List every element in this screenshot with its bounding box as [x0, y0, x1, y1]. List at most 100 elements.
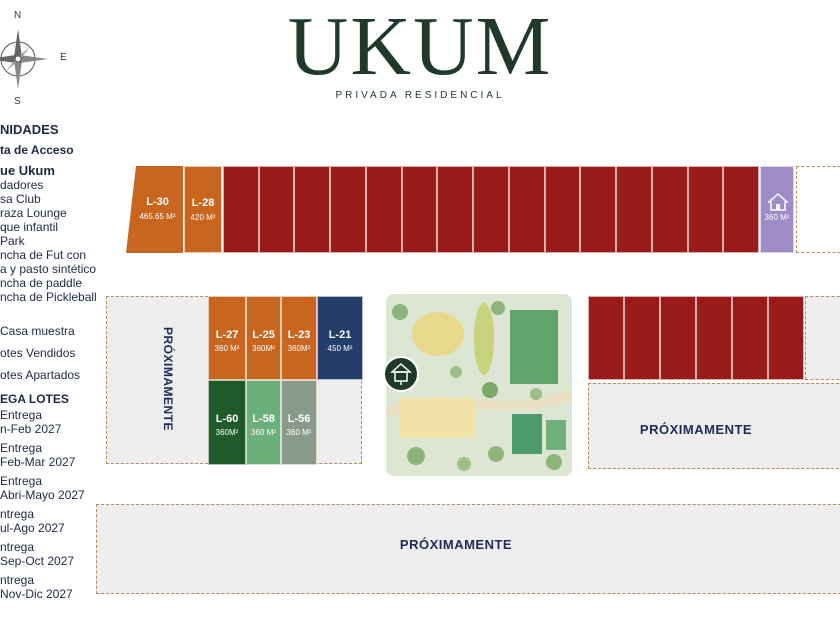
- proximamente-bottom-label: PRÓXIMAMENTE: [399, 537, 513, 552]
- legend-line: ue Ukum: [0, 163, 55, 178]
- park-ukum[interactable]: [386, 294, 572, 476]
- legend-line: dadores: [0, 178, 44, 192]
- sold-lot[interactable]: [544, 166, 581, 253]
- lot-l56[interactable]: L-56 360 M²: [281, 380, 317, 465]
- delivery-line: n-Feb 2027: [0, 422, 62, 436]
- proximamente-zone-bottom: [96, 504, 840, 594]
- proximamente-left-label: PRÓXIMAMENTE: [161, 326, 175, 431]
- lot-area: 360 M²: [251, 428, 276, 437]
- lot-area: 420 M²: [190, 213, 216, 222]
- compass-north: N: [14, 10, 22, 21]
- sold-lot[interactable]: [723, 166, 760, 253]
- lot-l30[interactable]: L-30 465.65 M²: [126, 166, 183, 253]
- legend-line: ncha de Fut con: [0, 248, 87, 262]
- lot-area: 360 M²: [214, 344, 240, 353]
- legend-line: sa Club: [0, 192, 41, 206]
- sold-lot[interactable]: [223, 166, 259, 253]
- sold-lot[interactable]: [732, 296, 768, 380]
- logo-title: UKUM: [287, 0, 553, 93]
- compass-rose-icon: [0, 29, 48, 89]
- lot-label: L-60: [215, 413, 239, 425]
- legend-status-casa-muestra: Casa muestra: [0, 324, 75, 338]
- legend-heading: NIDADES: [0, 122, 59, 137]
- legend-line: ncha de paddle: [0, 276, 83, 290]
- delivery-line: Nov-Dic 2027: [0, 587, 73, 601]
- lot-area: 360M²: [252, 344, 275, 353]
- sold-lots-top: [223, 166, 760, 253]
- lot-label: L-58: [252, 413, 275, 425]
- sold-lot[interactable]: [580, 166, 617, 253]
- future-lot-right-2: [805, 296, 840, 380]
- park-illustration: [386, 294, 572, 476]
- lot-l58[interactable]: L-58 360 M²: [246, 380, 281, 465]
- delivery-line: Abri-Mayo 2027: [0, 488, 85, 502]
- legend-line: que infantil: [0, 220, 59, 234]
- compass-south: S: [14, 96, 21, 107]
- legend-line: Park: [0, 234, 25, 248]
- delivery-heading: EGA LOTES: [0, 392, 69, 406]
- sold-lot[interactable]: [588, 296, 624, 380]
- delivery-line: Entrega: [0, 441, 43, 455]
- sold-lot[interactable]: [508, 166, 545, 253]
- lot-area: 360 M²: [764, 213, 790, 222]
- delivery-line: Sep-Oct 2027: [0, 554, 75, 568]
- lot-area: 450 M²: [327, 344, 353, 353]
- delivery-line: ntrega: [0, 507, 35, 521]
- sold-lot[interactable]: [616, 166, 652, 253]
- legend-status-apartados: otes Apartados: [0, 368, 81, 382]
- proximamente-right-label: PRÓXIMAMENTE: [639, 422, 753, 437]
- park-tree-house-icon: [383, 356, 419, 392]
- sold-lot[interactable]: [768, 296, 804, 380]
- delivery-line: Feb-Mar 2027: [0, 455, 76, 469]
- legend-line: raza Lounge: [0, 206, 67, 220]
- sold-lot[interactable]: [696, 296, 732, 380]
- lot-l21[interactable]: L-21 450 M²: [317, 296, 363, 380]
- sold-lot[interactable]: [473, 166, 509, 253]
- lot-l60[interactable]: L-60 360M²: [208, 380, 246, 465]
- delivery-line: ul-Ago 2027: [0, 521, 65, 535]
- legend-line: ta de Acceso: [0, 143, 74, 157]
- compass: N E S: [0, 10, 67, 107]
- sold-lot[interactable]: [437, 166, 474, 253]
- legend-line: a y pasto sintético: [0, 262, 97, 276]
- sold-lot[interactable]: [365, 166, 402, 253]
- lot-label: L-56: [287, 413, 311, 425]
- logo-subtitle: PRIVADA RESIDENCIAL: [335, 90, 505, 101]
- lot-label: L-27: [215, 329, 239, 341]
- sold-lot[interactable]: [258, 166, 295, 253]
- lot-label: L-28: [191, 197, 215, 209]
- sold-lot[interactable]: [294, 166, 331, 253]
- delivery-line: Entrega: [0, 408, 43, 422]
- lot-label: L-21: [328, 329, 352, 341]
- sold-lot[interactable]: [330, 166, 366, 253]
- lot-area: 360M²: [215, 428, 239, 437]
- lot-l28[interactable]: L-28 420 M²: [184, 166, 222, 253]
- sold-lots-right: [588, 296, 804, 380]
- lot-l25[interactable]: L-25 360M²: [246, 296, 281, 380]
- house-icon: [768, 193, 788, 211]
- lot-l27[interactable]: L-27 360 M²: [208, 296, 246, 380]
- lot-area: 360 M²: [286, 428, 312, 437]
- sold-lot[interactable]: [624, 296, 660, 380]
- lot-area: 465.65 M²: [139, 212, 176, 221]
- delivery-line: Entrega: [0, 474, 43, 488]
- lot-l30-shape: [126, 166, 183, 253]
- sold-lot[interactable]: [651, 166, 688, 253]
- legend-line: ncha de Pickleball: [0, 290, 97, 304]
- delivery-line: ntrega: [0, 540, 35, 554]
- legend: NIDADES ta de Acceso ue Ukum dadores sa …: [0, 122, 125, 601]
- treehouse-icon: [390, 362, 412, 385]
- compass-east: E: [60, 52, 67, 63]
- future-lot-right: [796, 166, 840, 253]
- lot-label: L-23: [287, 329, 311, 341]
- logo: UKUM PRIVADA RESIDENCIAL: [0, 0, 840, 102]
- legend-status-vendidos: otes Vendidos: [0, 346, 76, 360]
- sold-lot[interactable]: [687, 166, 724, 253]
- proximamente-zone-right: [588, 383, 840, 469]
- sold-lot[interactable]: [401, 166, 438, 253]
- lot-area: 360M²: [287, 344, 311, 353]
- lot-l23[interactable]: L-23 360M²: [281, 296, 317, 380]
- sold-lot[interactable]: [660, 296, 696, 380]
- lot-model-house[interactable]: 360 M²: [760, 166, 794, 253]
- delivery-line: ntrega: [0, 573, 35, 587]
